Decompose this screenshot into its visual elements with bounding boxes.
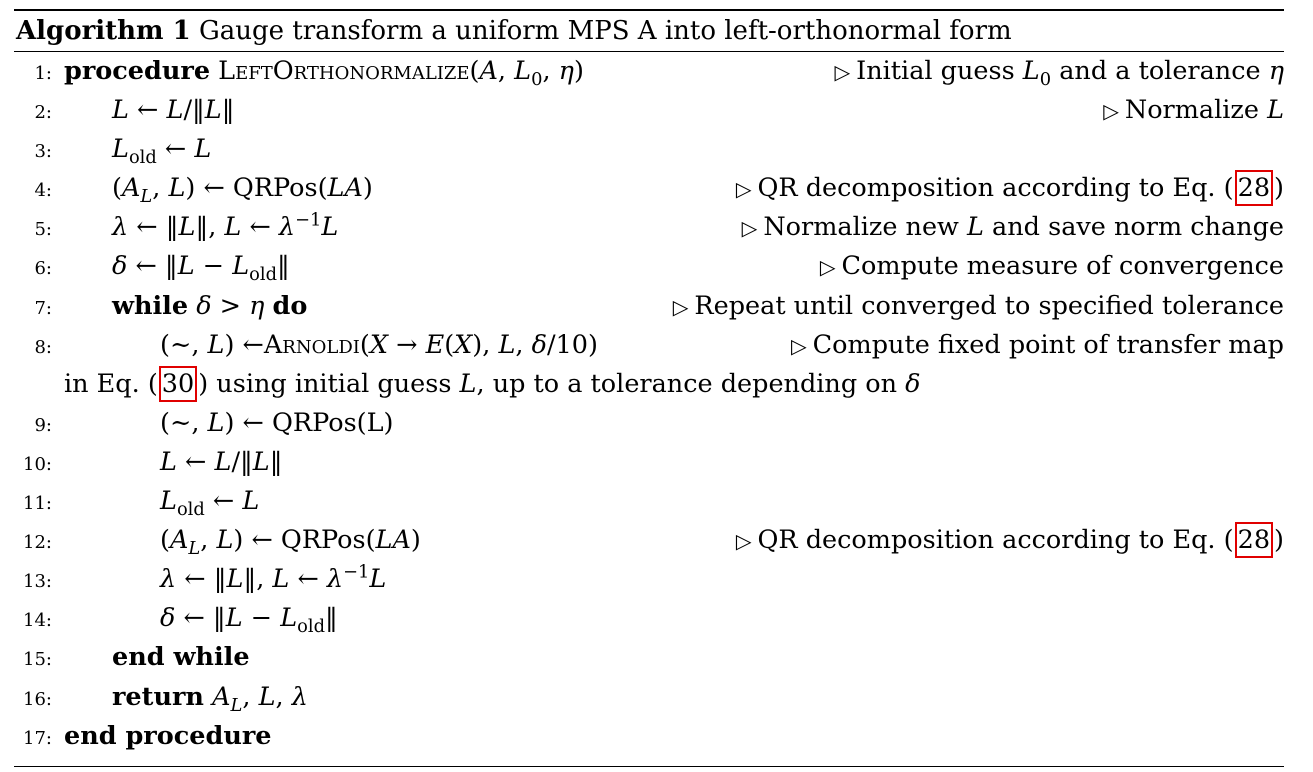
line-8-continuation: in Eq. (30) using initial guess L, up to…	[14, 365, 1284, 404]
line-comment: ▷Normalize new L and save norm change	[741, 212, 1284, 243]
comment-triangle-icon: ▷	[834, 60, 851, 84]
line-6: 6: δ ← ‖L − Lold‖ ▷Compute measure of co…	[14, 247, 1284, 286]
line-body: δ ← ‖L − Lold‖	[112, 251, 290, 286]
keyword-end-procedure: end procedure	[64, 720, 272, 751]
comment-triangle-icon: ▷	[672, 294, 689, 319]
line-body: λ ← ‖L‖, L ← λ−1L	[160, 561, 387, 595]
comment-triangle-icon: ▷	[819, 255, 836, 280]
line-body: δ ← ‖L − Lold‖	[160, 603, 338, 638]
line-17: 17: end procedure	[14, 717, 1284, 756]
comment-triangle-icon: ▷	[1103, 99, 1119, 124]
function-name: LeftOrthonormalize	[218, 56, 470, 86]
line-body: (AL, L) ← QRPos(LA)	[112, 173, 373, 208]
line-body: λ ← ‖L‖, L ← λ−1L	[112, 209, 339, 243]
line-body: end procedure	[64, 717, 272, 756]
line-number: 9:	[34, 414, 52, 436]
comment-triangle-icon: ▷	[735, 529, 752, 554]
algorithm-lines: 1: procedure LeftOrthonormalize(A, L0, η…	[14, 52, 1284, 756]
line-16: 16: return AL, L, λ	[14, 678, 1284, 717]
line-number: 14:	[23, 610, 52, 632]
equation-link-28[interactable]: 28	[1234, 170, 1274, 207]
line-number: 15:	[23, 649, 52, 671]
line-number: 5:	[34, 219, 52, 241]
function-name: QRPos	[280, 525, 366, 556]
line-5: 5: λ ← ‖L‖, L ← λ−1L ▷Normalize new L an…	[14, 208, 1284, 247]
line-comment: ▷Compute measure of convergence	[819, 251, 1284, 282]
line-10: 10: L ← L/‖L‖	[14, 443, 1284, 482]
line-11: 11: Lold ← L	[14, 482, 1284, 521]
line-body: while δ > η do	[112, 290, 308, 321]
function-name: QRPos	[232, 173, 318, 204]
line-number: 12:	[23, 532, 52, 554]
function-name: Arnoldi	[263, 329, 360, 360]
algorithm-title: Gauge transform a uniform MPS A into lef…	[198, 16, 1012, 46]
algorithm-block: Algorithm 1 Gauge transform a uniform MP…	[14, 9, 1284, 767]
line-number: 17:	[23, 727, 52, 749]
line-number: 10:	[23, 453, 52, 475]
keyword-end-while: end while	[112, 642, 250, 673]
function-name: QRPos	[272, 407, 357, 438]
line-number: 3:	[34, 141, 52, 163]
line-body: Lold ← L	[112, 134, 212, 169]
equation-link-28[interactable]: 28	[1234, 522, 1274, 559]
line-number: 7:	[34, 297, 52, 319]
algorithm-caption: Algorithm 1 Gauge transform a uniform MP…	[14, 11, 1284, 51]
comment-triangle-icon: ▷	[790, 333, 807, 358]
keyword-while: while	[112, 290, 189, 321]
line-2: 2: L ← L/‖L‖ ▷Normalize L	[14, 91, 1284, 130]
line-1: 1: procedure LeftOrthonormalize(A, L0, η…	[14, 52, 1284, 91]
line-body: procedure LeftOrthonormalize(A, L0, η)	[64, 56, 584, 91]
line-12: 12: (AL, L) ← QRPos(LA) ▷QR decompositio…	[14, 521, 1284, 560]
line-number: 11:	[23, 493, 52, 515]
line-15: 15: end while	[14, 638, 1284, 677]
top-rule	[14, 9, 1284, 11]
keyword-procedure: procedure	[64, 56, 211, 86]
line-comment: ▷Initial guess L0 and a tolerance η	[834, 56, 1284, 91]
line-comment: ▷Compute fixed point of transfer map	[790, 329, 1284, 360]
line-number: 16:	[23, 688, 52, 710]
line-number: 6:	[34, 258, 52, 280]
line-comment: ▷QR decomposition according to Eq. (28)	[736, 169, 1284, 209]
keyword-return: return	[112, 681, 204, 712]
line-3: 3: Lold ← L	[14, 130, 1284, 169]
comment-triangle-icon: ▷	[735, 177, 752, 202]
line-number: 8:	[34, 336, 52, 358]
algorithm-number: Algorithm 1	[16, 16, 191, 46]
line-body: (∼, L) ← QRPos(L)	[160, 407, 394, 438]
line-body: L ← L/‖L‖	[112, 95, 235, 126]
bottom-rule	[14, 765, 1284, 767]
comment-triangle-icon: ▷	[741, 216, 758, 241]
keyword-do: do	[272, 290, 308, 321]
line-body: Lold ← L	[160, 486, 260, 521]
line-body: L ← L/‖L‖	[160, 446, 283, 477]
line-number: 1:	[34, 63, 52, 84]
line-number: 4:	[34, 180, 52, 202]
line-comment: ▷QR decomposition according to Eq. (28)	[736, 521, 1284, 561]
line-body: (∼, L) ←Arnoldi(X → E(X), L, δ/10)	[160, 329, 598, 360]
line-number: 2:	[34, 102, 52, 124]
line-4: 4: (AL, L) ← QRPos(LA) ▷QR decomposition…	[14, 169, 1284, 208]
line-comment: ▷Repeat until converged to specified tol…	[672, 290, 1284, 321]
line-7: 7: while δ > η do ▷Repeat until converge…	[14, 287, 1284, 326]
line-body: (AL, L) ← QRPos(LA)	[160, 525, 421, 560]
caption-rule	[14, 51, 1284, 52]
line-14: 14: δ ← ‖L − Lold‖	[14, 599, 1284, 638]
line-13: 13: λ ← ‖L‖, L ← λ−1L	[14, 560, 1284, 599]
line-comment: ▷Normalize L	[1103, 95, 1284, 126]
line-body: in Eq. (30) using initial guess L, up to…	[64, 365, 921, 404]
line-number: 13:	[23, 571, 52, 593]
line-body: end while	[112, 638, 250, 677]
line-8: 8: (∼, L) ←Arnoldi(X → E(X), L, δ/10) ▷C…	[14, 326, 1284, 365]
equation-link-30[interactable]: 30	[158, 365, 198, 402]
line-9: 9: (∼, L) ← QRPos(L)	[14, 404, 1284, 443]
line-body: return AL, L, λ	[112, 681, 308, 716]
